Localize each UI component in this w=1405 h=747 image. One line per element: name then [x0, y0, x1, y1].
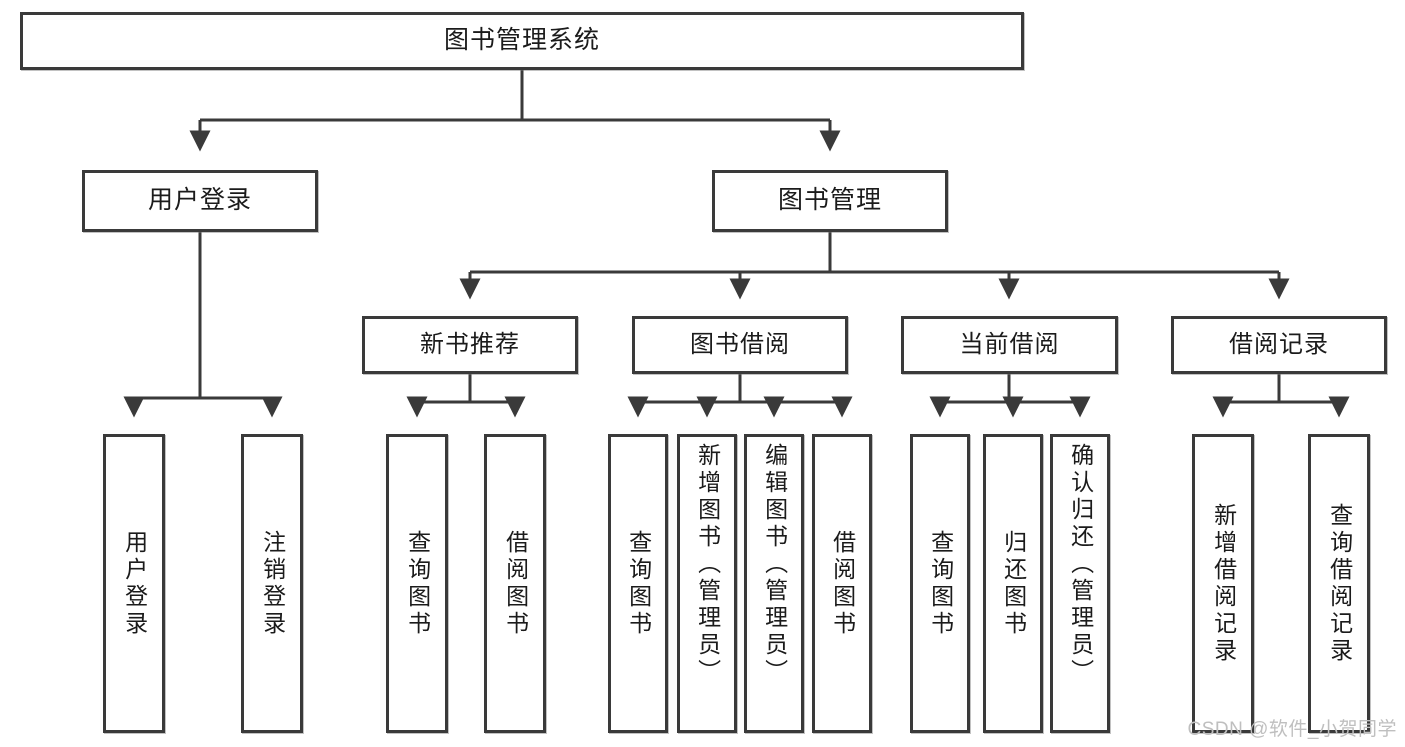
leaf-br-add-record-label: 新增借阅记录	[1210, 502, 1237, 665]
leaf-br-query-record-wrap: 查询借阅记录	[1311, 437, 1367, 730]
leaf-user-login-do-label: 用户登录	[121, 529, 148, 638]
leaf-user-login-do[interactable]: 用户登录	[103, 434, 165, 733]
leaf-nbr-borrow-book[interactable]: 借阅图书	[484, 434, 546, 733]
leaf-user-logout[interactable]: 注销登录	[241, 434, 303, 733]
leaf-cb-query-book-label: 查询图书	[927, 529, 954, 638]
node-book-manage-label: 图书管理	[777, 186, 882, 215]
leaf-cb-confirm-return[interactable]: 确认归还（管理员）	[1050, 434, 1110, 733]
leaf-bb-add-book[interactable]: 新增图书（管理员）	[677, 434, 737, 733]
leaf-nbr-borrow-book-wrap: 借阅图书	[487, 437, 543, 730]
node-borrow-record[interactable]: 借阅记录	[1171, 316, 1387, 374]
node-user-login-label: 用户登录	[147, 186, 252, 215]
leaf-user-logout-label: 注销登录	[259, 529, 286, 638]
leaf-user-login-do-wrap: 用户登录	[106, 437, 162, 730]
node-current-borrow[interactable]: 当前借阅	[901, 316, 1118, 374]
leaf-cb-return-book-label: 归还图书	[1000, 529, 1027, 638]
node-book-manage[interactable]: 图书管理	[712, 170, 948, 232]
leaf-bb-query-book[interactable]: 查询图书	[608, 434, 668, 733]
leaf-br-add-record-wrap: 新增借阅记录	[1195, 437, 1251, 730]
node-root-label: 图书管理系统	[443, 26, 600, 55]
leaf-br-query-record-label: 查询借阅记录	[1326, 502, 1353, 665]
leaf-bb-query-book-wrap: 查询图书	[611, 437, 665, 730]
node-book-borrow[interactable]: 图书借阅	[632, 316, 848, 374]
leaf-bb-borrow-book[interactable]: 借阅图书	[812, 434, 872, 733]
leaf-nbr-query-book[interactable]: 查询图书	[386, 434, 448, 733]
leaf-cb-return-book[interactable]: 归还图书	[983, 434, 1043, 733]
leaf-bb-edit-book-label: 编辑图书（管理员）	[761, 443, 788, 686]
leaf-user-logout-wrap: 注销登录	[244, 437, 300, 730]
node-new-book-recommend-label: 新书推荐	[420, 330, 520, 358]
node-current-borrow-label: 当前借阅	[959, 330, 1060, 358]
leaf-bb-edit-book[interactable]: 编辑图书（管理员）	[744, 434, 804, 733]
node-user-login[interactable]: 用户登录	[82, 170, 318, 232]
leaf-bb-add-book-label: 新增图书（管理员）	[694, 443, 721, 686]
leaf-bb-borrow-book-wrap: 借阅图书	[815, 437, 869, 730]
leaf-nbr-query-book-label: 查询图书	[404, 529, 431, 638]
node-root[interactable]: 图书管理系统	[20, 12, 1024, 70]
leaf-cb-confirm-return-label: 确认归还（管理员）	[1067, 443, 1094, 686]
leaf-br-add-record[interactable]: 新增借阅记录	[1192, 434, 1254, 733]
leaf-br-query-record[interactable]: 查询借阅记录	[1308, 434, 1370, 733]
leaf-cb-query-book-wrap: 查询图书	[913, 437, 967, 730]
leaf-nbr-query-book-wrap: 查询图书	[389, 437, 445, 730]
node-book-borrow-label: 图书借阅	[690, 330, 790, 358]
node-new-book-recommend[interactable]: 新书推荐	[362, 316, 578, 374]
watermark: CSDN @软件_小贺同学	[1187, 719, 1397, 740]
node-borrow-record-label: 借阅记录	[1229, 330, 1329, 358]
leaf-nbr-borrow-book-label: 借阅图书	[502, 529, 529, 638]
leaf-bb-query-book-label: 查询图书	[625, 529, 652, 638]
leaf-bb-borrow-book-label: 借阅图书	[829, 529, 856, 638]
leaf-cb-return-book-wrap: 归还图书	[986, 437, 1040, 730]
leaf-cb-query-book[interactable]: 查询图书	[910, 434, 970, 733]
